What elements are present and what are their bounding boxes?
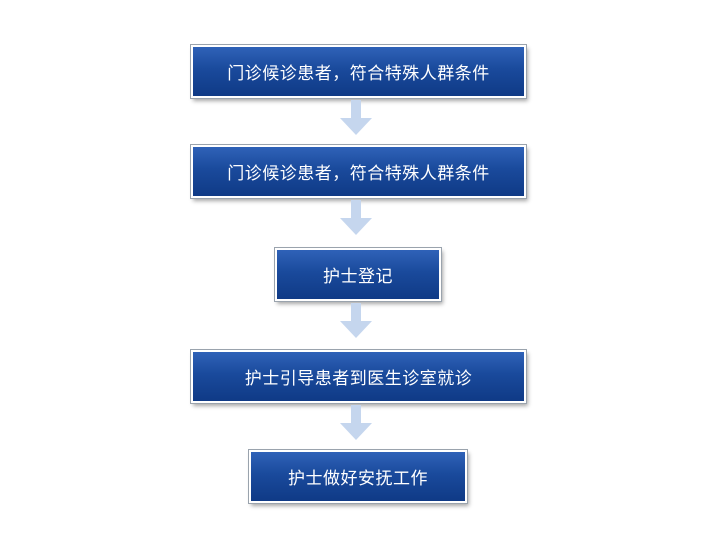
down-arrow-icon (340, 100, 372, 135)
flow-step-4: 护士引导患者到医生诊室就诊 (190, 349, 527, 404)
flow-step-4-label: 护士引导患者到医生诊室就诊 (244, 369, 473, 389)
down-arrow-icon (340, 303, 372, 338)
down-arrow-icon (340, 200, 372, 235)
flow-step-5-label: 护士做好安抚工作 (288, 469, 428, 489)
down-arrow-icon (340, 405, 372, 440)
flow-step-5: 护士做好安抚工作 (248, 449, 468, 504)
flow-step-3: 护士登记 (274, 247, 442, 302)
flow-step-1: 门诊候诊患者，符合特殊人群条件 (190, 44, 527, 99)
flow-step-1-label: 门诊候诊患者，符合特殊人群条件 (227, 64, 490, 84)
flow-step-2: 门诊候诊患者，符合特殊人群条件 (190, 144, 527, 199)
flow-step-2-label: 门诊候诊患者，符合特殊人群条件 (227, 164, 490, 184)
flow-step-3-label: 护士登记 (323, 267, 393, 287)
